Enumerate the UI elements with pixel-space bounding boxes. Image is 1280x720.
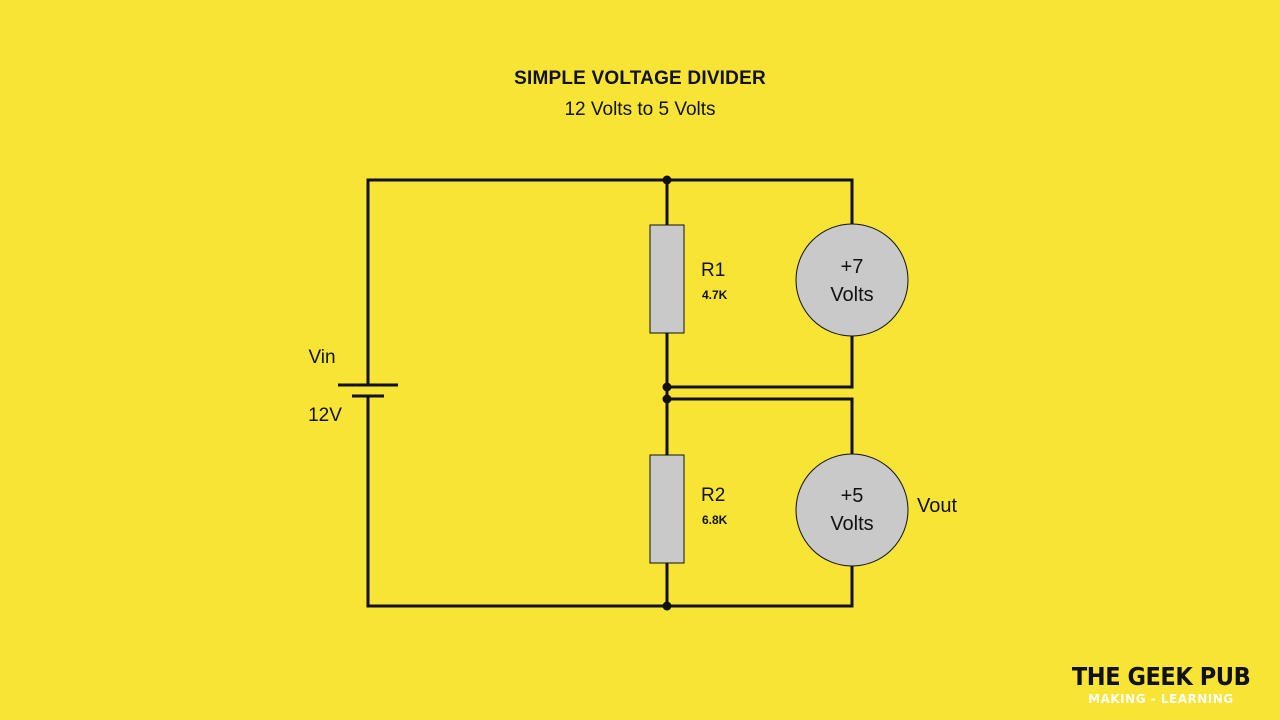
- source-value-label: 12V: [308, 405, 342, 426]
- output-label: Vout: [917, 495, 957, 517]
- diagram-title: SIMPLE VOLTAGE DIVIDER: [514, 68, 766, 89]
- junction-dots: [662, 175, 672, 611]
- diagram-subtitle: 12 Volts to 5 Volts: [564, 99, 716, 120]
- meter1-reading: +7: [841, 256, 864, 278]
- source-name-label: Vin: [308, 347, 335, 368]
- voltmeter-1: [795, 223, 909, 337]
- resistor-r2-value: 6.8K: [702, 513, 728, 527]
- resistor-r1: [649, 224, 685, 334]
- resistor-r2: [649, 454, 685, 564]
- resistor-r1-value: 4.7K: [702, 288, 728, 302]
- meter2-reading: +5: [841, 485, 864, 507]
- brand-logo: THE GEEK PUB MAKING - LEARNING: [1062, 662, 1260, 706]
- meter2-unit: Volts: [830, 513, 873, 535]
- voltmeter-2: [795, 453, 909, 567]
- resistor-r2-label: R2: [701, 485, 725, 506]
- logo-tagline: MAKING - LEARNING: [1088, 692, 1234, 706]
- battery-symbol: [338, 383, 398, 398]
- resistor-r1-label: R1: [701, 260, 725, 281]
- meter1-unit: Volts: [830, 284, 873, 306]
- logo-name: THE GEEK PUB: [1071, 662, 1251, 691]
